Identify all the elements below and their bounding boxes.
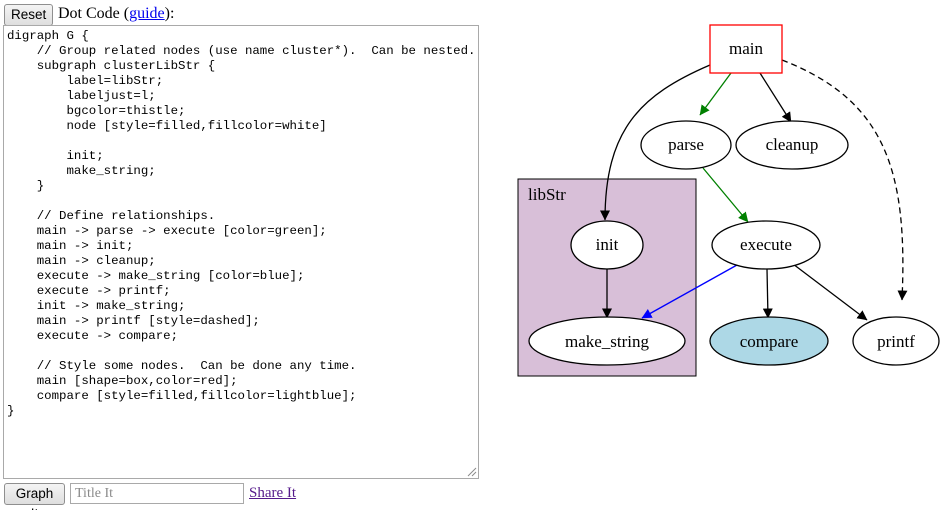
dot-code-heading: Dot Code (guide):	[58, 4, 174, 26]
node-printf: printf	[852, 316, 940, 366]
node-execute: execute	[711, 220, 821, 270]
node-label-make-string: make_string	[565, 332, 650, 351]
edge-execute-printf	[792, 263, 868, 321]
edge-main-cleanup	[759, 72, 792, 123]
node-compare: compare	[709, 316, 829, 366]
cluster-label: libStr	[528, 185, 566, 204]
graph-output: libStr main parse cleanup init execute m…	[517, 24, 940, 377]
node-parse: parse	[640, 120, 732, 170]
node-label-printf: printf	[877, 332, 915, 351]
edge-parse-execute	[702, 167, 749, 223]
dot-code-label-end: ):	[164, 5, 175, 22]
reset-button[interactable]: Reset	[4, 4, 53, 26]
edge-main-init	[600, 64, 711, 221]
edge-main-printf	[781, 59, 908, 301]
resize-grip-icon[interactable]	[466, 466, 477, 477]
guide-link[interactable]: guide	[129, 5, 165, 22]
node-label-cleanup: cleanup	[766, 135, 819, 154]
edge-main-parse	[699, 72, 732, 116]
node-make-string: make_string	[528, 316, 686, 366]
node-label-compare: compare	[740, 332, 799, 351]
node-label-execute: execute	[740, 235, 792, 254]
edge-execute-make-string	[641, 264, 738, 319]
graph-edges	[600, 59, 908, 321]
node-init: init	[570, 220, 644, 270]
node-label-init: init	[596, 235, 619, 254]
graph-it-button[interactable]: Graph It	[4, 483, 65, 510]
node-cleanup: cleanup	[735, 120, 849, 170]
node-label-main: main	[729, 39, 763, 58]
edge-execute-compare	[762, 268, 773, 319]
dot-code-editor[interactable]: digraph G { // Group related nodes (use …	[3, 25, 479, 479]
dot-code-label: Dot Code (	[58, 5, 130, 22]
node-label-parse: parse	[668, 135, 704, 154]
title-input[interactable]	[70, 483, 244, 504]
share-it-link[interactable]: Share It	[249, 485, 297, 501]
node-main: main	[709, 24, 783, 74]
